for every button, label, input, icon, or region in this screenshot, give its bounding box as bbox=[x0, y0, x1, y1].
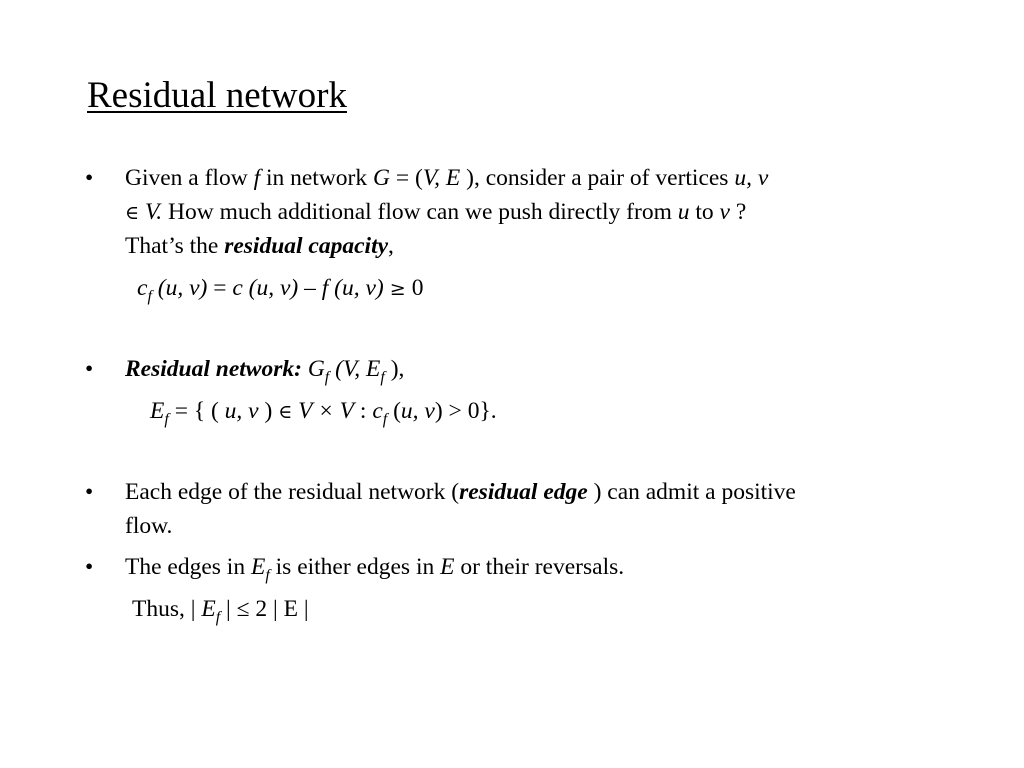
text: in network bbox=[260, 165, 374, 191]
text: = bbox=[207, 275, 233, 301]
var-uv: u, v bbox=[400, 398, 435, 424]
text: ), consider a pair of vertices bbox=[460, 165, 735, 191]
text: flow. bbox=[125, 513, 173, 539]
subscript-f: f bbox=[215, 609, 221, 626]
residual-capacity-formula: cf (u, v) = c (u, v) – f (u, v) ≥ 0 bbox=[137, 271, 424, 314]
bullet-2-line-1: Residual network: Gf (V, Ef ), bbox=[125, 352, 404, 395]
var-u: u bbox=[677, 199, 690, 225]
var-c: c bbox=[137, 275, 148, 301]
var-c: c bbox=[372, 398, 383, 424]
residual-edges-formula: Ef = { ( u, v ) ∈ V × V : cf (u, v) > 0}… bbox=[150, 394, 497, 437]
term-residual-edge: residual edge bbox=[459, 479, 588, 505]
subscript-f: f bbox=[382, 411, 388, 428]
text: ) > 0}. bbox=[434, 398, 497, 424]
var-v: v bbox=[719, 199, 730, 225]
text: That’s the bbox=[125, 233, 225, 259]
text: How much additional flow can we push dir… bbox=[162, 199, 678, 225]
geq-symbol: ≥ bbox=[383, 278, 412, 300]
text: ( bbox=[387, 398, 401, 424]
bullet-2: • bbox=[85, 356, 94, 382]
var-E: E bbox=[150, 398, 165, 424]
var-E: E bbox=[445, 165, 461, 191]
bullet-1: • bbox=[85, 165, 94, 191]
subscript-f: f bbox=[265, 567, 270, 584]
bullet-3-line-2: flow. bbox=[125, 509, 172, 543]
text: Each edge of the residual network ( bbox=[125, 479, 460, 505]
text: V × V bbox=[292, 398, 355, 424]
text: ), bbox=[384, 356, 405, 382]
var-E: E bbox=[250, 554, 266, 580]
subscript-f: f bbox=[324, 369, 330, 386]
text: : bbox=[354, 398, 373, 424]
element-of-symbol: ∈ bbox=[278, 401, 293, 423]
element-of-symbol: ∈ bbox=[125, 202, 140, 224]
subscript-f: f bbox=[164, 411, 169, 428]
var-E: E bbox=[440, 554, 455, 580]
text: = { ( bbox=[168, 398, 225, 424]
text: is either edges in bbox=[269, 554, 441, 580]
text: = ( bbox=[390, 165, 423, 191]
bullet-1-line-2: ∈ V. How much additional flow can we pus… bbox=[125, 195, 746, 230]
subscript-f: f bbox=[147, 288, 152, 305]
text: ) can admit a positive bbox=[587, 479, 796, 505]
subscript-f: f bbox=[380, 369, 385, 386]
edge-count-bound: Thus, | Ef | ≤ 2 | E | bbox=[132, 592, 309, 635]
text: , bbox=[434, 165, 446, 191]
var-E: E bbox=[201, 596, 216, 622]
text: ) bbox=[258, 398, 279, 424]
var-V: V. bbox=[139, 199, 163, 225]
bullet-4-line-1: The edges in Ef is either edges in E or … bbox=[125, 550, 624, 593]
term-residual-capacity: residual capacity bbox=[224, 233, 389, 259]
var-G: G bbox=[301, 356, 325, 382]
text: (u, v) bbox=[151, 275, 208, 301]
text: or their reversals. bbox=[454, 554, 625, 580]
var-uv: u, v bbox=[734, 165, 769, 191]
bullet-3-line-1: Each edge of the residual network (resid… bbox=[125, 475, 796, 509]
bullet-1-line-1: Given a flow f in network G = (V, E ), c… bbox=[125, 161, 768, 195]
text: Thus, | bbox=[132, 596, 202, 622]
text: | ≤ 2 | E | bbox=[220, 596, 309, 622]
text: to bbox=[689, 199, 720, 225]
text: (V, E bbox=[329, 356, 381, 382]
var-f: f bbox=[253, 165, 261, 191]
text: Given a flow bbox=[125, 165, 254, 191]
term-residual-network: Residual network: bbox=[125, 356, 302, 382]
bullet-1-line-3: That’s the residual capacity, bbox=[125, 229, 394, 263]
text: ? bbox=[729, 199, 747, 225]
slide-title: Residual network bbox=[87, 75, 347, 116]
text: c (u, v) – f (u, v) bbox=[232, 275, 384, 301]
var-G: G bbox=[373, 165, 390, 191]
var-uv: u, v bbox=[224, 398, 259, 424]
var-V: V bbox=[422, 165, 435, 191]
text: The edges in bbox=[125, 554, 251, 580]
bullet-4: • bbox=[85, 554, 94, 580]
bullet-3: • bbox=[85, 479, 94, 505]
text: 0 bbox=[411, 275, 424, 301]
text: , bbox=[388, 233, 394, 259]
